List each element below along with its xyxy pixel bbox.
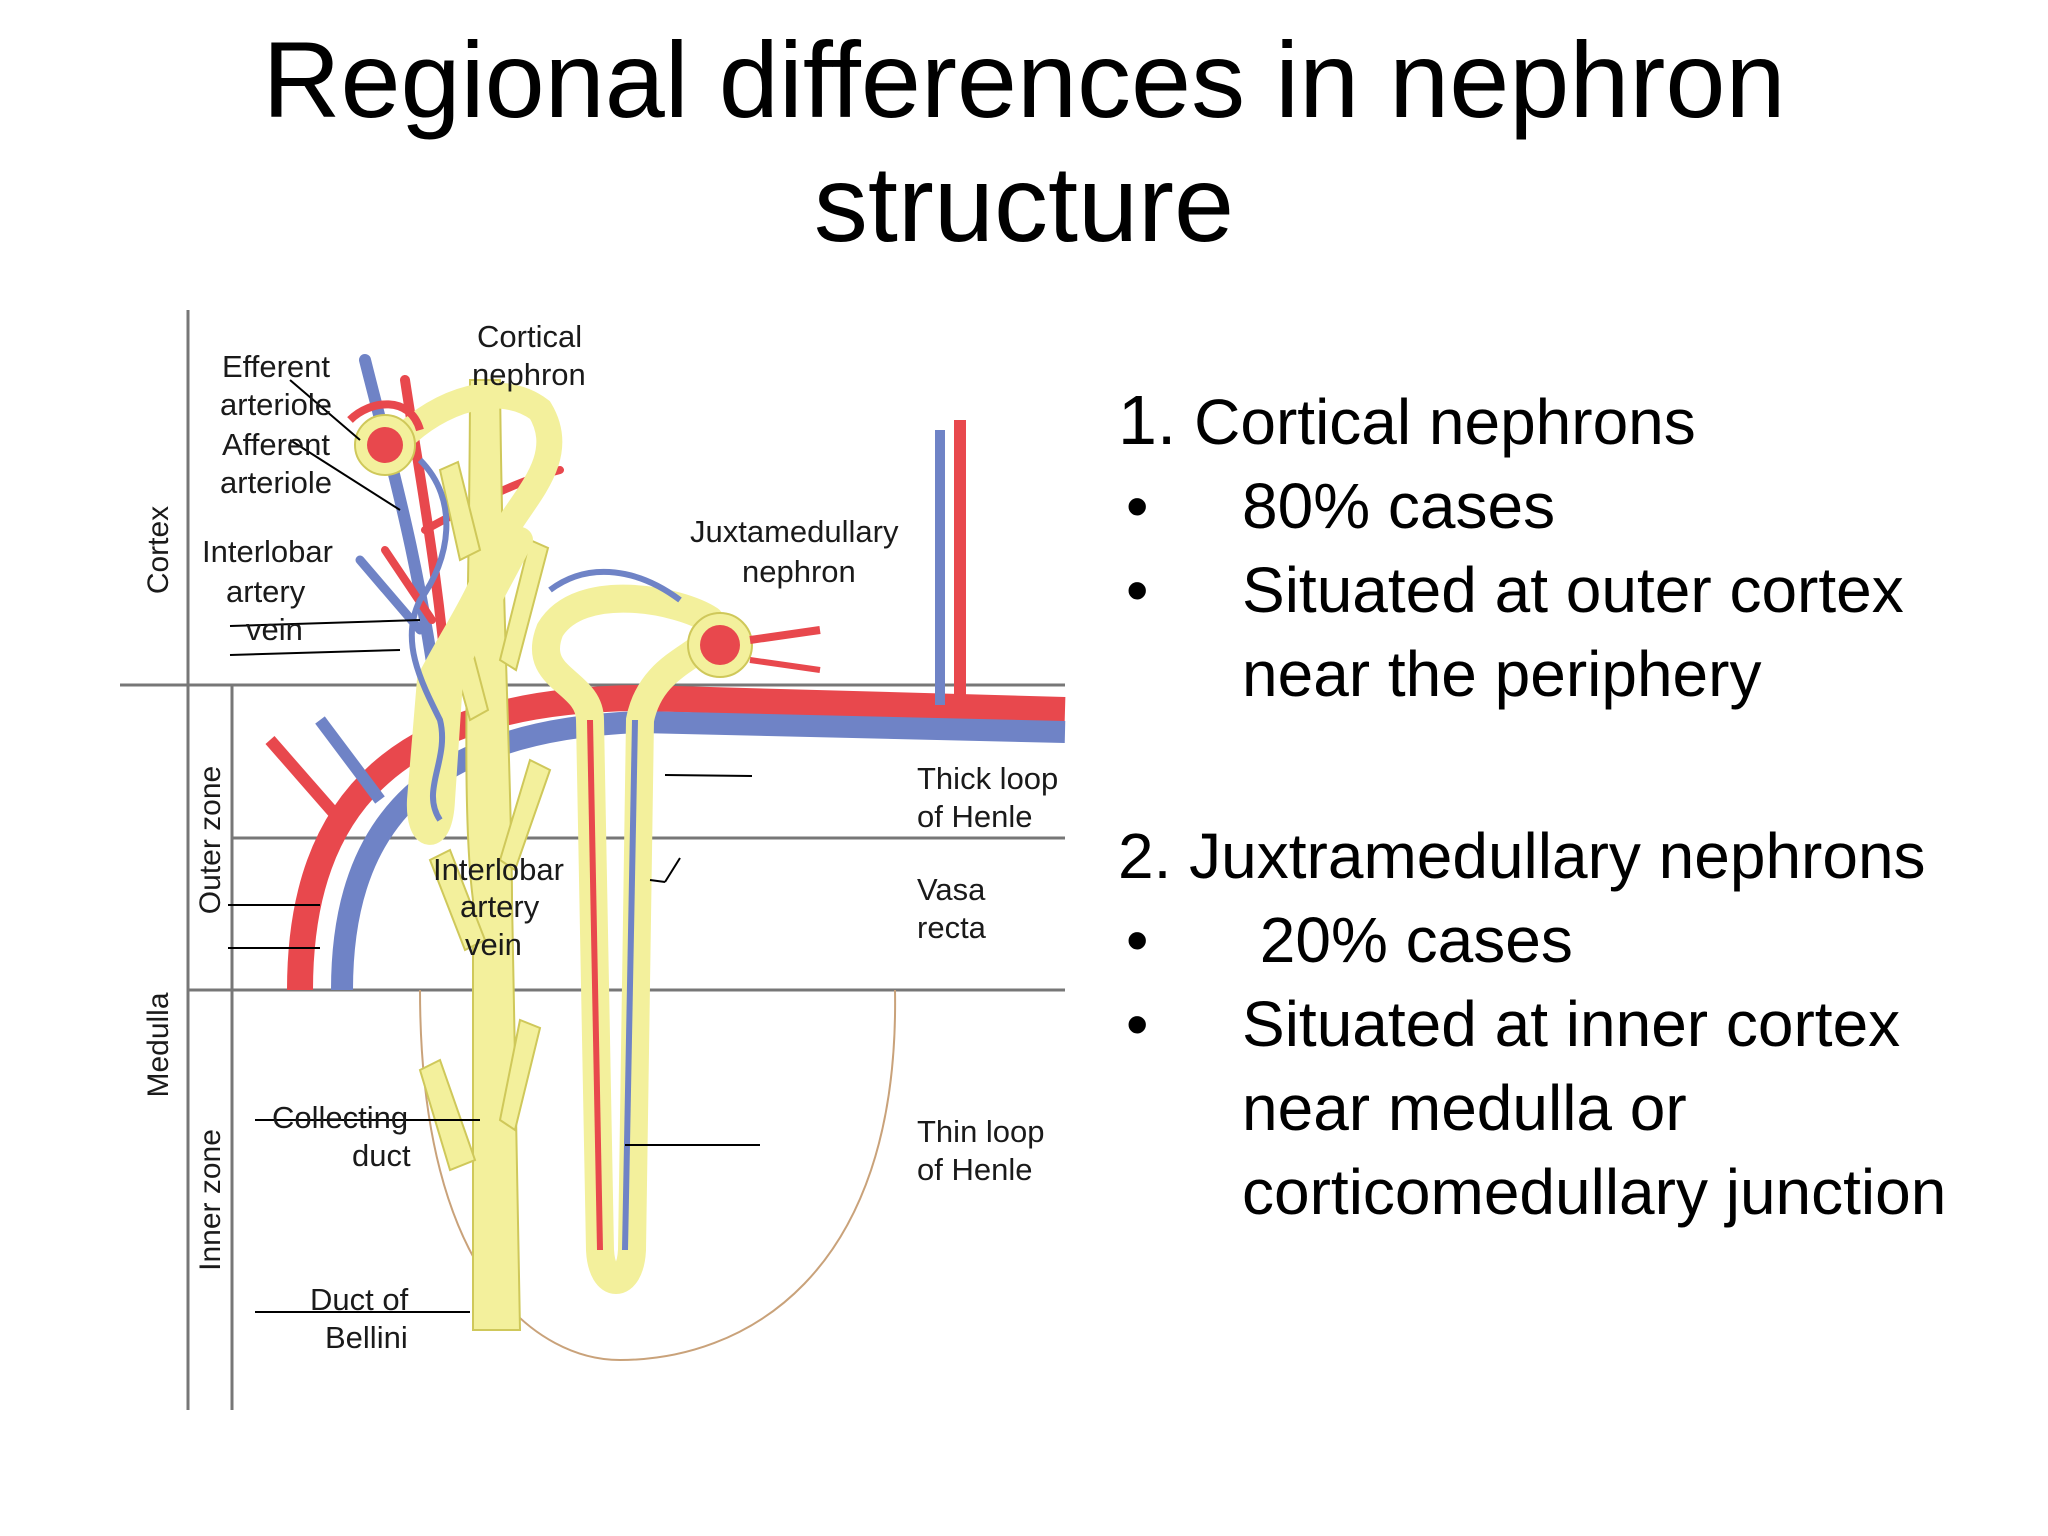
label-juxtamedullary-1: Juxtamedullary <box>690 514 899 549</box>
section-spacer <box>1118 716 2018 814</box>
zone-label-medulla: Medulla <box>142 992 175 1097</box>
label-afferent-1: Afferent <box>222 427 330 462</box>
label-thick-loop-1: Thick loop <box>917 761 1058 796</box>
label-thin-loop-1: Thin loop <box>917 1114 1045 1149</box>
zone-label-cortex: Cortex <box>142 506 175 594</box>
label-efferent-2: arteriole <box>220 387 332 422</box>
section2-heading: 2. Juxtramedullary nephrons <box>1118 820 1926 892</box>
section2-bullet-2-text: Situated at inner cortex near medulla or… <box>1242 988 1947 1228</box>
label-interlobar-artery-medulla: artery <box>460 889 540 924</box>
section1-bullet-1: • 80% cases <box>1118 464 2018 548</box>
label-collecting-duct-2: duct <box>352 1138 411 1173</box>
section1-number: 1. <box>1118 381 1177 459</box>
leader-lines <box>228 379 760 1313</box>
section1-heading-text: Cortical nephrons <box>1176 386 1696 458</box>
label-thin-loop-2: of Henle <box>917 1152 1032 1187</box>
label-interlobar-vein-medulla: vein <box>465 927 522 962</box>
nephron-diagram: Cortex Medulla Outer zone Inner zone <box>120 310 1066 1410</box>
section1-bullet-1-text: 80% cases <box>1242 470 1556 542</box>
label-interlobar-vein-cortex: vein <box>246 612 303 647</box>
section2-bullet-1-text: 20% cases <box>1242 904 1573 976</box>
zone-label-outer: Outer zone <box>194 766 227 914</box>
section1-bullet-2: • Situated at outer cortex near the perip… <box>1118 548 2018 716</box>
label-duct-of-bellini-1: Duct of <box>310 1282 409 1317</box>
label-interlobar-medulla: Interlobar <box>433 852 564 887</box>
section1-heading: 1. Cortical nephrons <box>1118 378 2018 464</box>
label-efferent-1: Efferent <box>222 349 330 384</box>
diagram-labels: Efferent arteriole Afferent arteriole In… <box>202 319 1058 1355</box>
label-interlobar-artery-cortex: artery <box>226 574 306 609</box>
bullet-marker: • <box>1126 554 1149 626</box>
papilla-outline <box>419 989 897 1362</box>
cortical-nephron <box>347 382 563 845</box>
slide-title: Regional differences in nephron structur… <box>0 18 2048 266</box>
content-text: 1. Cortical nephrons • 80% cases • Situate… <box>1118 378 2018 1234</box>
zone-label-inner: Inner zone <box>194 1129 227 1271</box>
label-vasa-recta-1: Vasa <box>917 872 986 907</box>
label-afferent-2: arteriole <box>220 465 332 500</box>
label-thick-loop-2: of Henle <box>917 799 1032 834</box>
slide-title-line-1: Regional differences in nephron <box>262 19 1786 140</box>
label-duct-of-bellini-2: Bellini <box>325 1320 408 1355</box>
slide-title-line-2: structure <box>813 143 1235 264</box>
bullet-marker: • <box>1126 904 1149 976</box>
section2-bullet-2: • Situated at inner cortex near medulla o… <box>1118 982 2018 1234</box>
label-juxtamedullary-2: nephron <box>742 554 856 589</box>
section2-bullet-1: • 20% cases <box>1118 898 2018 982</box>
label-collecting-duct-1: Collecting <box>272 1100 408 1135</box>
juxtamedullary-nephron <box>531 568 821 1294</box>
bullet-marker: • <box>1126 470 1149 542</box>
bullet-marker: • <box>1126 988 1149 1060</box>
label-cortical-nephron-1: Cortical <box>477 319 582 354</box>
section1-bullet-2-text: Situated at outer cortex near the periph… <box>1242 554 1904 710</box>
label-cortical-nephron-2: nephron <box>472 357 586 392</box>
label-interlobar-cortex: Interlobar <box>202 534 333 569</box>
label-vasa-recta-2: recta <box>917 910 987 945</box>
